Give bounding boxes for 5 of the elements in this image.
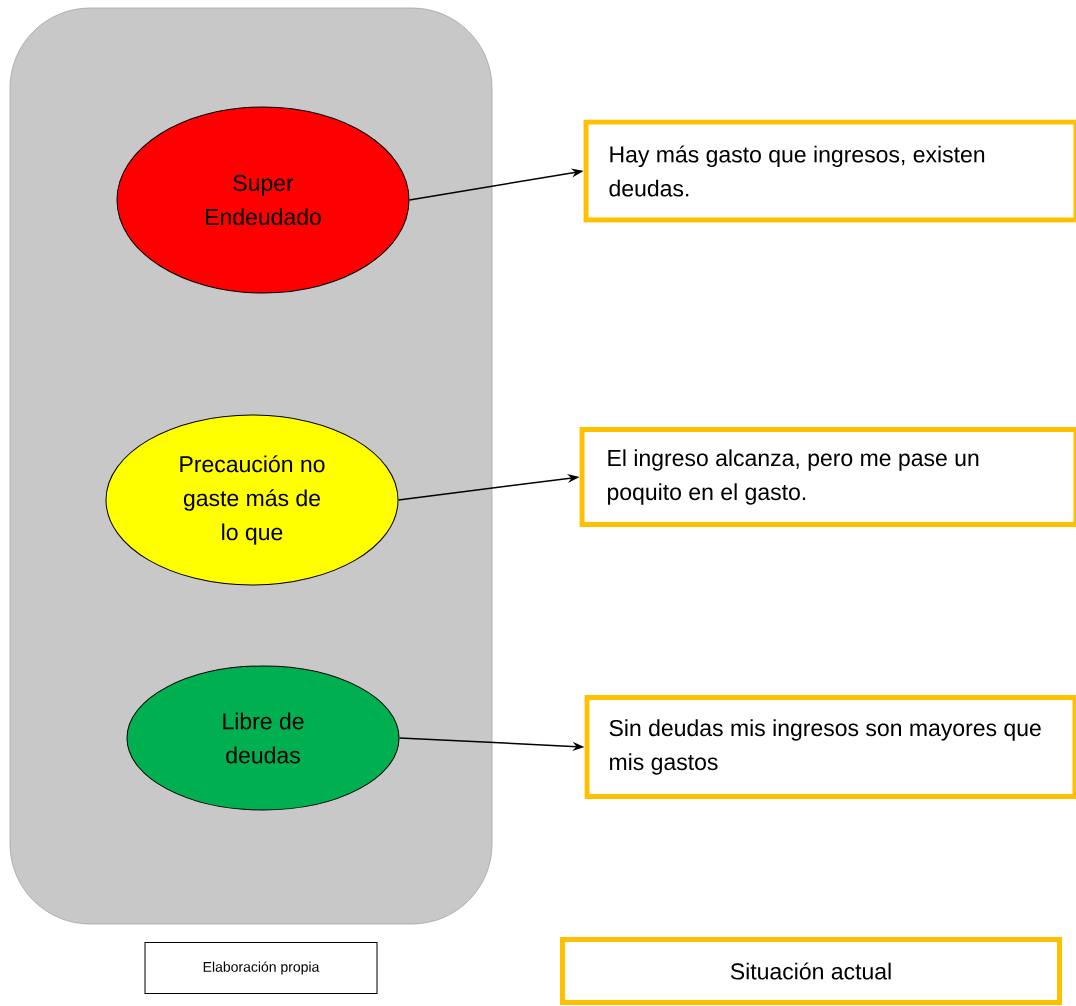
source-box: Elaboración propia <box>144 942 378 994</box>
title-box: Situación actual <box>560 937 1062 1005</box>
description-box: Hay más gasto que ingresos, existen deudas. <box>583 119 1076 223</box>
description-box: El ingreso alcanza, pero me pase un poquito en el gasto. <box>579 427 1076 527</box>
description-box: Sin deudas mis ingresos son mayores que mis gastos <box>584 695 1076 799</box>
